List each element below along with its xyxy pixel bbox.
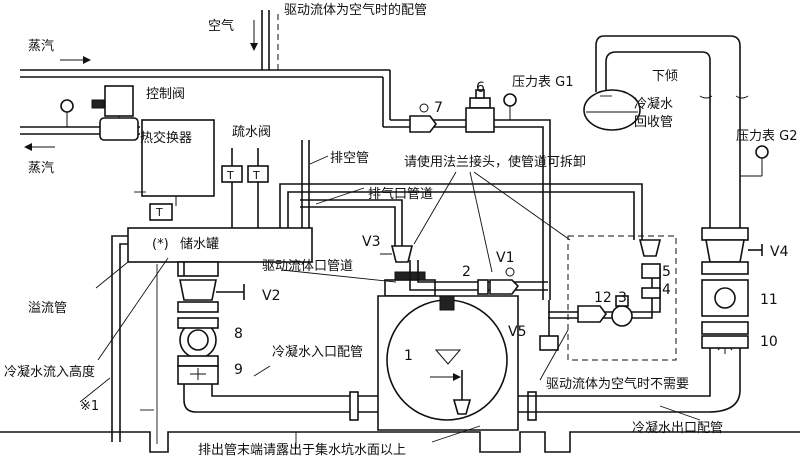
steam-supply-pipe <box>20 56 391 127</box>
pressure-gauge-g1 <box>503 93 517 120</box>
valve-v5 <box>452 370 472 415</box>
label-n7: 7 <box>434 100 443 116</box>
label-control-valve: 控制阀 <box>146 87 185 102</box>
label-n2: 2 <box>462 264 471 280</box>
label-n11: 11 <box>760 292 778 308</box>
label-gauge-g1: 压力表 G1 <box>512 75 573 90</box>
label-exhaust-pipe: 排气口管道 <box>368 186 433 202</box>
label-note1: ※1 <box>80 399 99 414</box>
storage-tank <box>127 227 313 263</box>
valve-small-left <box>539 300 559 351</box>
label-n4: 4 <box>662 282 671 298</box>
label-heat-exchanger: 热交换器 <box>140 130 192 146</box>
label-condensate-outlet: 冷凝水出口配管 <box>632 420 723 436</box>
overflow-pipe <box>111 235 128 442</box>
label-storage-tank: 储水罐 <box>180 237 219 252</box>
label-steam-trap: 疏水阀 <box>232 125 271 140</box>
air-pipe <box>250 10 279 70</box>
label-asterisk: (*) <box>152 237 169 252</box>
steam-trap-group: T T <box>221 148 269 230</box>
label-n6: 6 <box>476 80 485 96</box>
label-flange-note: 请使用法兰接头，使管道可拆卸 <box>404 154 586 170</box>
label-inflow-height: 冷凝水流入高度 <box>4 364 95 380</box>
svg-text:T: T <box>252 169 260 182</box>
ground-line <box>0 431 800 453</box>
outlet-valve-stack <box>701 227 763 354</box>
control-valve <box>91 85 139 141</box>
label-vent-pipe: 排空管 <box>330 151 369 166</box>
valve-v1 <box>477 267 520 295</box>
label-n12: 12 <box>594 290 612 306</box>
label-overflow-pipe: 溢流管 <box>28 301 67 316</box>
label-drive-fluid-pipe: 驱动流体口管道 <box>262 259 353 274</box>
label-drain-note: 排出管末端请露出于集水坑水面以上 <box>198 442 406 458</box>
label-condensate-inlet: 冷凝水入口配管 <box>272 344 363 360</box>
svg-text:T: T <box>155 206 163 219</box>
condensate-return-pipe <box>583 35 749 228</box>
heat-exchanger: T <box>141 119 215 221</box>
label-air: 空气 <box>208 18 234 34</box>
label-v2: V2 <box>262 288 280 304</box>
label-n9: 9 <box>234 362 243 378</box>
label-n8: 8 <box>234 326 243 342</box>
label-steam-bottom: 蒸汽 <box>28 161 54 176</box>
pressure-gauge-left <box>60 99 74 127</box>
label-return-pipe-2: 回收管 <box>634 115 673 130</box>
exhaust-pipe <box>279 183 643 256</box>
label-slope-down: 下倾 <box>652 69 678 84</box>
filter-and-trap-group <box>548 239 662 327</box>
label-gauge-g2: 压力表 G2 <box>736 129 797 144</box>
label-steam-top: 蒸汽 <box>28 39 54 54</box>
label-n3: 3 <box>618 290 627 306</box>
svg-text:T: T <box>226 169 234 182</box>
valve-7 <box>409 103 437 133</box>
leader-lines <box>79 95 701 448</box>
label-not-needed: 驱动流体为空气时不需要 <box>546 376 689 392</box>
label-n1: 1 <box>404 348 413 364</box>
label-air-piping: 驱动流体为空气时的配管 <box>284 2 427 18</box>
pressure-gauge-g2 <box>740 145 769 177</box>
label-v4: V4 <box>770 244 789 260</box>
main-pump <box>349 271 537 431</box>
label-n5: 5 <box>662 264 671 280</box>
valve-6 <box>465 89 495 133</box>
valve-v3 <box>380 245 414 263</box>
labels: 空气 驱动流体为空气时的配管 蒸汽 控制阀 蒸汽 热交换器 疏水阀 排空管 请使… <box>4 2 797 458</box>
condensate-inlet-pipe <box>177 261 400 413</box>
label-return-pipe-1: 冷凝水 <box>634 96 673 112</box>
label-v1: V1 <box>496 250 514 266</box>
air-not-needed-box <box>567 235 677 361</box>
label-n10: 10 <box>760 334 778 350</box>
label-v3: V3 <box>362 234 380 250</box>
label-v5: V5 <box>508 324 526 340</box>
